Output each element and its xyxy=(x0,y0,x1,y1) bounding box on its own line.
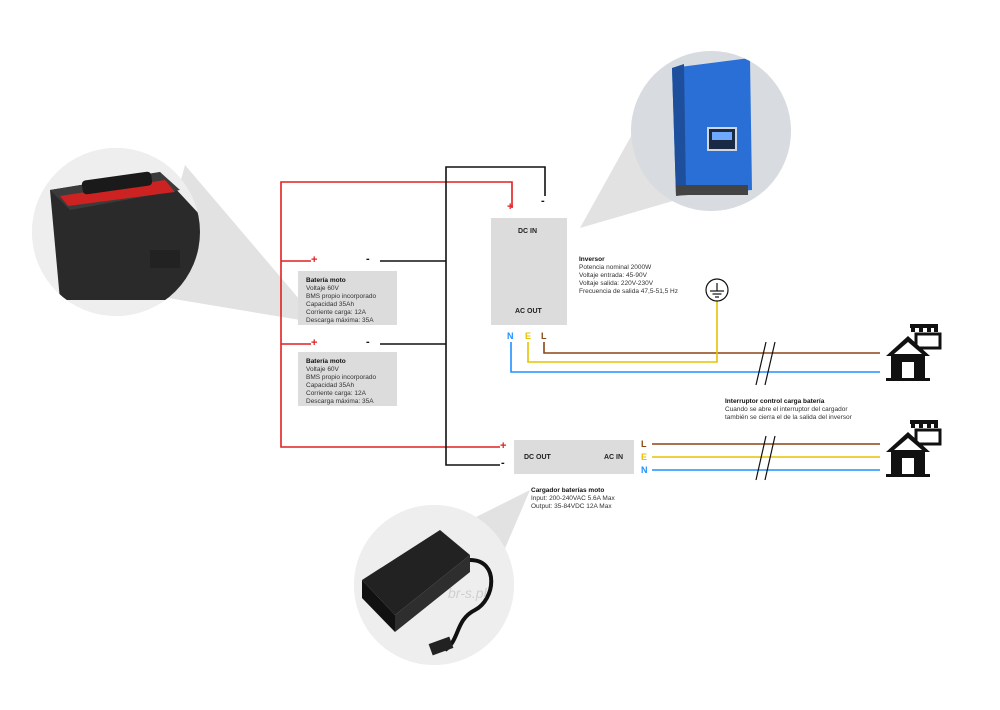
switch-note-line: también se cierra el de la salida del in… xyxy=(725,414,852,421)
charger-box: DC OUT AC IN xyxy=(514,440,634,474)
battery2-line: Capacidad 35Ah xyxy=(306,382,355,389)
battery2-line: BMS propio incorporado xyxy=(306,374,377,381)
inverter-terminal-n: N xyxy=(507,331,514,341)
charger-title: Cargador baterías moto xyxy=(531,487,605,494)
inverter-dc-in-label: DC IN xyxy=(518,228,538,235)
battery2-line: Descarga máxima: 35A xyxy=(306,398,374,405)
charger-spec-line: Input: 200-240VAC 5.6A Max xyxy=(531,495,615,502)
battery1-negative-terminal: - xyxy=(366,253,370,265)
house-icon xyxy=(886,420,942,477)
inverter-ac-out-label: AC OUT xyxy=(515,308,542,315)
battery2-box: Batería moto Voltaje 60V BMS propio inco… xyxy=(298,352,397,406)
switch-note: Interruptor control carga batería Cuando… xyxy=(725,398,852,422)
battery1-positive-terminal: + xyxy=(311,254,318,266)
switch-break-upper xyxy=(755,341,776,386)
battery1-box: Batería moto Voltaje 60V BMS propio inco… xyxy=(298,271,397,325)
dc-positive-wire xyxy=(280,181,513,448)
inverter-spec-line: Voltaje entrada: 45-90V xyxy=(579,272,647,279)
battery2-line: Corriente carga: 12A xyxy=(306,390,366,397)
battery2-line: Voltaje 60V xyxy=(306,366,339,373)
inverter-N-wire xyxy=(510,342,880,373)
inverter-E-wire xyxy=(527,301,718,363)
charger-specs: Cargador baterías moto Input: 200-240VAC… xyxy=(531,487,615,511)
battery1-line: BMS propio incorporado xyxy=(306,293,377,300)
photo-watermark: br-s.pl xyxy=(448,585,488,601)
battery1-line: Corriente carga: 12A xyxy=(306,309,366,316)
inverter-positive-terminal: + xyxy=(507,201,514,213)
charger-dc-out-label: DC OUT xyxy=(524,454,551,461)
ground-icon xyxy=(705,278,729,302)
charger-terminal-l: L xyxy=(641,439,647,449)
battery-photo xyxy=(32,148,200,316)
charger-positive-terminal: + xyxy=(500,440,507,452)
charger-ac-in-label: AC IN xyxy=(604,454,624,461)
inverter-photo xyxy=(631,51,791,211)
inverter-spec-line: Potencia nominal 2000W xyxy=(579,264,652,271)
battery2-negative-terminal: - xyxy=(366,336,370,348)
inverter-terminal-l: L xyxy=(541,331,547,341)
inverter-L-wire xyxy=(543,342,880,354)
inverter-spec-line: Voltaje salida: 220V-230V xyxy=(579,280,654,287)
battery2-title: Batería moto xyxy=(306,358,346,365)
inverter-negative-terminal: - xyxy=(541,195,545,207)
charger-terminal-n: N xyxy=(641,465,648,475)
battery2-positive-terminal: + xyxy=(311,337,318,349)
inverter-spec-line: Frecuencia de salida 47,5-51,5 Hz xyxy=(579,288,679,295)
dc-negative-wire xyxy=(445,166,546,466)
battery1-line: Voltaje 60V xyxy=(306,285,339,292)
charger-terminal-e: E xyxy=(641,452,648,462)
switch-note-title: Interruptor control carga batería xyxy=(725,398,825,405)
inverter-specs: Inversor Potencia nominal 2000W Voltaje … xyxy=(579,256,678,296)
inverter-box: DC IN AC OUT xyxy=(491,218,567,325)
switch-note-line: Cuando se abre el interruptor del cargad… xyxy=(725,406,848,413)
inverter-title: Inversor xyxy=(579,256,605,263)
switch-break-lower xyxy=(755,435,776,481)
battery1-title: Batería moto xyxy=(306,277,346,284)
charger-spec-line: Output: 35-84VDC 12A Max xyxy=(531,503,612,510)
battery1-line: Descarga máxima: 35A xyxy=(306,317,374,324)
house-icon xyxy=(886,324,942,381)
charger-callout-shade xyxy=(470,490,530,560)
battery1-line: Capacidad 35Ah xyxy=(306,301,355,308)
inverter-terminal-e: E xyxy=(525,331,532,341)
charger-photo: br-s.pl xyxy=(354,505,514,665)
charger-negative-terminal: - xyxy=(501,457,505,469)
